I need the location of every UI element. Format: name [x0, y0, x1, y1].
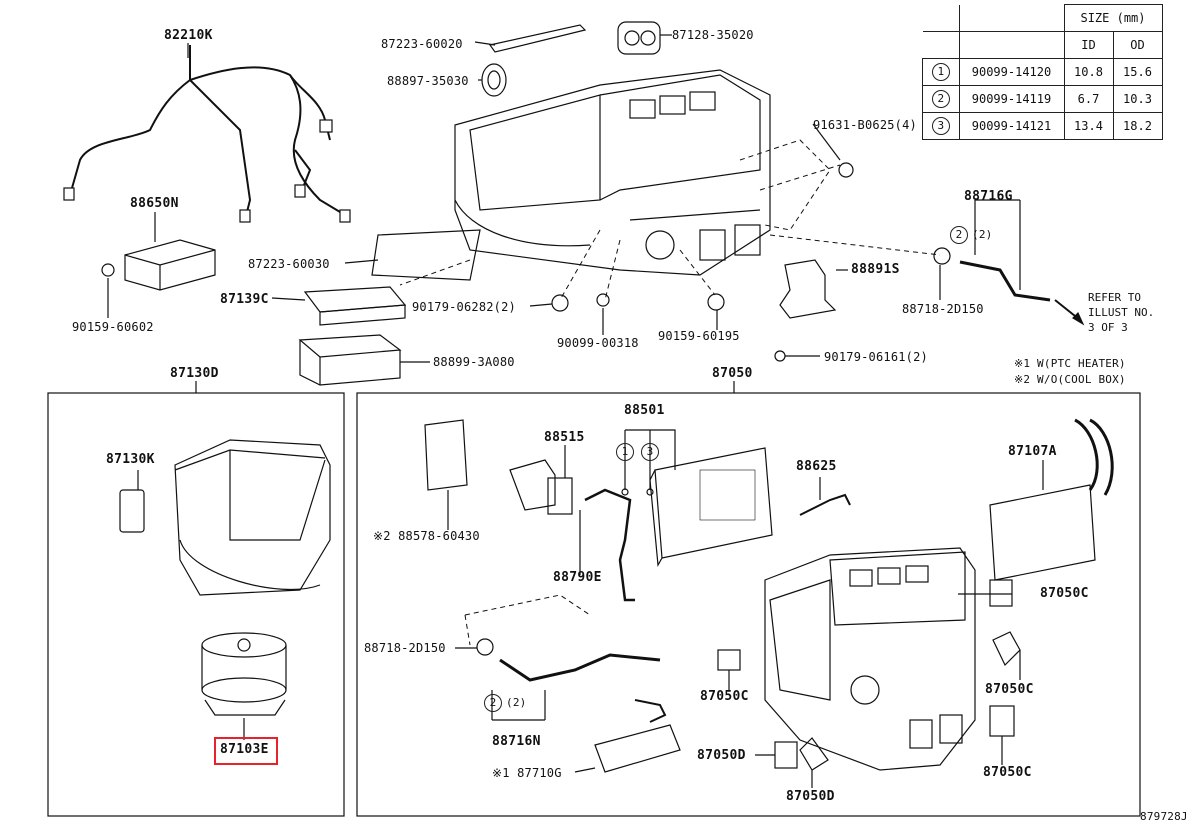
part-label-87050c-4[interactable]: 87050C [983, 765, 1032, 780]
part-label-88716n[interactable]: 88716N [492, 734, 541, 749]
ptc-heater-drawing [594, 724, 681, 773]
part-label-88899-3a080[interactable]: 88899-3A080 [433, 355, 515, 369]
callout-2-top-note: (2) [972, 228, 993, 241]
frame-87050 [356, 392, 1141, 817]
part-label-88501[interactable]: 88501 [624, 403, 665, 418]
size-part-number: 90099-14120 [958, 58, 1065, 86]
size-od-value: 18.2 [1112, 112, 1163, 140]
part-label-87128-35020[interactable]: 87128-35020 [672, 28, 754, 42]
part-label-90159-60602[interactable]: 90159-60602 [72, 320, 154, 334]
footnote-1: ※1 W(PTC HEATER) [1014, 357, 1126, 370]
size-row: 1 90099-14120 10.8 15.6 [922, 58, 1163, 86]
part-label-87050d-1[interactable]: 87050D [697, 748, 746, 763]
part-label-87050c-2[interactable]: 87050C [985, 682, 1034, 697]
sensor-87130k-drawing [119, 489, 145, 533]
pad-88578-drawing [424, 419, 468, 491]
filter-87139c-drawing [303, 286, 407, 313]
callout-2-top: 2 [950, 226, 968, 244]
clip-87050c-2-drawing [992, 631, 1021, 667]
part-label-87107a[interactable]: 87107A [1008, 444, 1057, 459]
part-label-87103e[interactable]: 87103E [220, 742, 269, 757]
clip-87050c-3-drawing [989, 705, 1015, 737]
part-label-88716g[interactable]: 88716G [964, 189, 1013, 204]
heater-unit-top-drawing [454, 69, 771, 276]
seal-87128-35020-drawing [617, 21, 661, 55]
clip-87050d-2-drawing [799, 737, 829, 771]
part-label-90099-00318[interactable]: 90099-00318 [557, 336, 639, 350]
module-88650n-drawing [124, 239, 216, 291]
size-id-value: 6.7 [1063, 85, 1114, 113]
part-label-87050c-1[interactable]: 87050C [1040, 586, 1089, 601]
size-col-id: ID [1063, 31, 1114, 59]
circle-mark: 3 [931, 117, 950, 135]
part-label-90179-06161[interactable]: 90179-06161(2) [824, 350, 928, 364]
part-label-91631-b0625[interactable]: 91631-B0625(4) [813, 118, 917, 132]
part-label-88790e[interactable]: 88790E [553, 570, 602, 585]
part-label-88578-60430[interactable]: ※2 88578-60430 [373, 529, 480, 543]
clip-87050c-4-drawing [717, 649, 741, 671]
part-label-88891s[interactable]: 88891S [851, 262, 900, 277]
pipe-88716n-drawing [499, 653, 661, 682]
size-row: 3 90099-14121 13.4 18.2 [922, 112, 1163, 140]
part-label-87710g[interactable]: ※1 87710G [492, 766, 562, 780]
footnote-2: ※2 W/O(COOL BOX) [1014, 373, 1126, 386]
size-od-value: 15.6 [1112, 58, 1163, 86]
clip-87050c-1-drawing [989, 579, 1013, 607]
hose-88716g-drawing [959, 260, 1051, 302]
figure-id: 879728J [1140, 810, 1188, 823]
refer-to-note: REFER TO ILLUST NO. 3 OF 3 [1088, 291, 1155, 334]
callout-2-bottom: 2 [484, 694, 502, 712]
callout-1: 1 [616, 443, 634, 461]
valve-88515-drawing [509, 459, 556, 511]
size-od-value: 10.3 [1112, 85, 1163, 113]
blower-motor-drawing [201, 632, 287, 740]
seal-88897-35030-drawing [481, 63, 507, 97]
part-label-87050d-2[interactable]: 87050D [786, 789, 835, 804]
clip-87050d-1-drawing [774, 741, 798, 769]
actuator-88891s-drawing [779, 259, 837, 319]
part-label-90159-60195[interactable]: 90159-60195 [658, 329, 740, 343]
part-label-82210k[interactable]: 82210K [164, 28, 213, 43]
part-label-87139c[interactable]: 87139C [220, 292, 269, 307]
gasket-87223-60030-drawing [371, 229, 481, 281]
part-label-88897-35030[interactable]: 88897-35030 [387, 74, 469, 88]
circle-mark: 2 [931, 90, 950, 108]
highlight-box-87103e [214, 737, 278, 765]
size-id-value: 13.4 [1063, 112, 1114, 140]
heater-core-drawing [989, 418, 1114, 581]
part-label-88515[interactable]: 88515 [544, 430, 585, 445]
size-col-od: OD [1112, 31, 1163, 59]
part-label-87223-60020[interactable]: 87223-60020 [381, 37, 463, 51]
sensor-88625-drawing [799, 493, 851, 516]
callout-3: 3 [641, 443, 659, 461]
gasket-87223-60020-drawing [488, 24, 587, 53]
filter-88899-drawing [298, 334, 402, 358]
part-label-90179-06282[interactable]: 90179-06282(2) [412, 300, 516, 314]
size-table: SIZE (mm) ID OD 1 90099-14120 10.8 15.6 … [922, 4, 1163, 140]
callout-2-bottom-note: (2) [506, 696, 527, 709]
pipe-88790e-drawing [584, 488, 635, 602]
evaporator-drawing [649, 447, 773, 567]
part-label-88718-2d150-top[interactable]: 88718-2D150 [902, 302, 984, 316]
part-label-87223-60030[interactable]: 87223-60030 [248, 257, 330, 271]
blower-housing-drawing [174, 439, 331, 596]
heater-unit-bottom-drawing [764, 547, 976, 771]
part-label-88625[interactable]: 88625 [796, 459, 837, 474]
size-part-number: 90099-14119 [958, 85, 1065, 113]
part-label-87130d[interactable]: 87130D [170, 366, 219, 381]
part-label-87130k[interactable]: 87130K [106, 452, 155, 467]
part-label-88650n[interactable]: 88650N [130, 196, 179, 211]
part-label-87050[interactable]: 87050 [712, 366, 753, 381]
size-row: 2 90099-14119 6.7 10.3 [922, 85, 1163, 113]
size-table-header: SIZE (mm) [1063, 4, 1163, 32]
part-label-87050c-3[interactable]: 87050C [700, 689, 749, 704]
size-id-value: 10.8 [1063, 58, 1114, 86]
circle-mark: 1 [931, 63, 950, 81]
part-label-88718-2d150-bottom[interactable]: 88718-2D150 [364, 641, 446, 655]
size-part-number: 90099-14121 [958, 112, 1065, 140]
